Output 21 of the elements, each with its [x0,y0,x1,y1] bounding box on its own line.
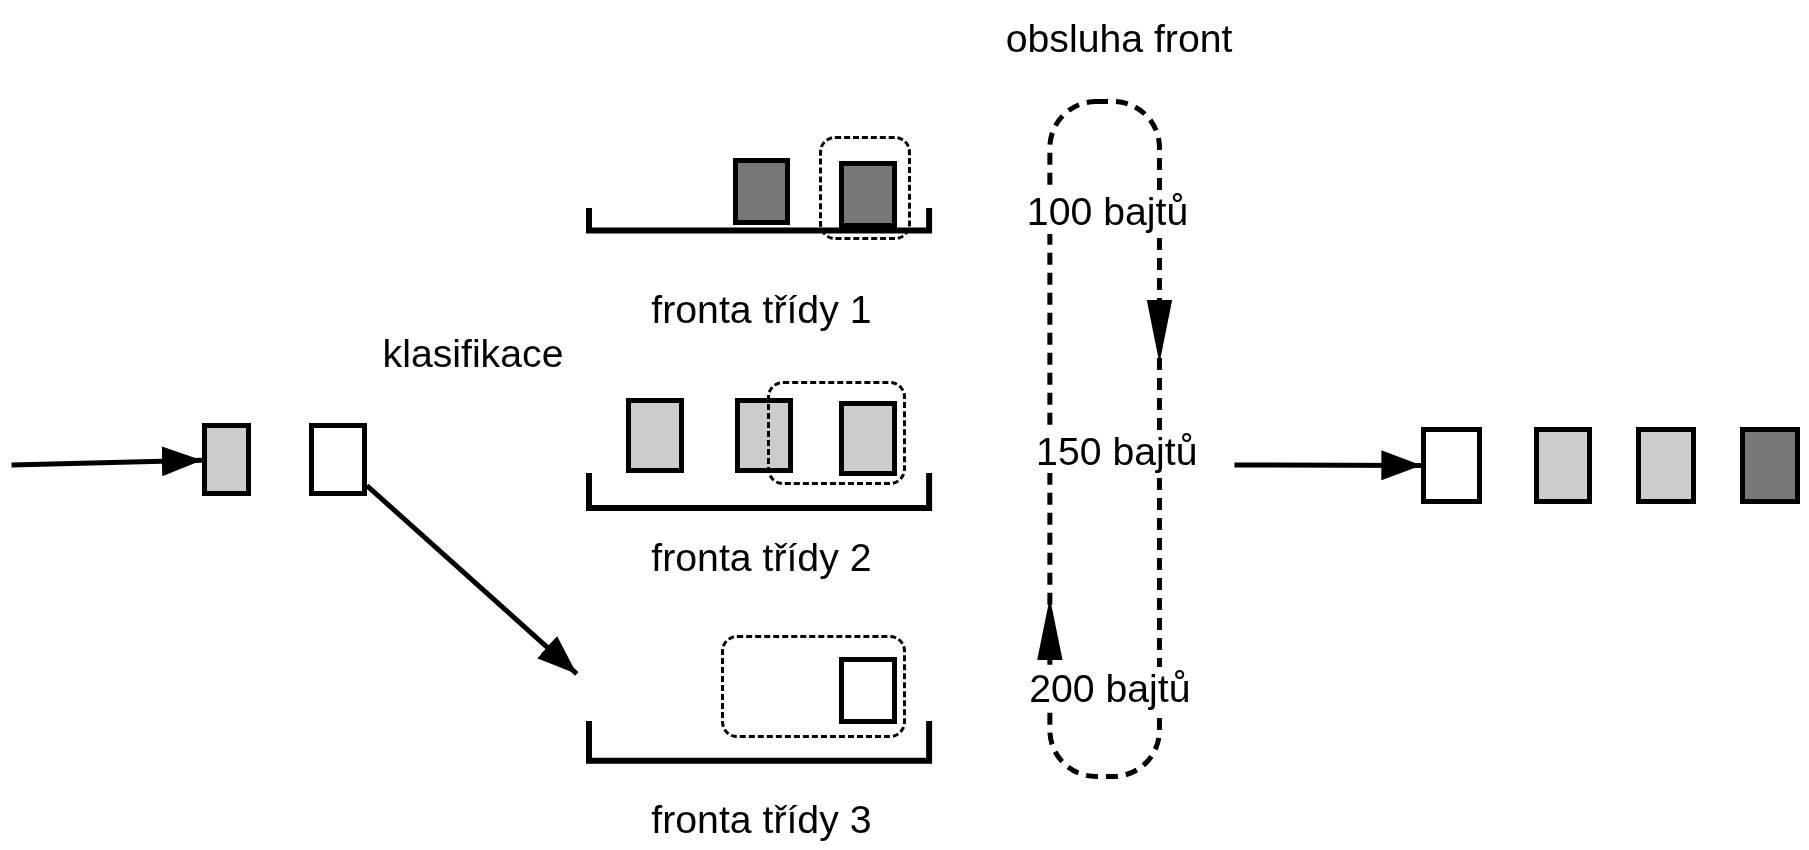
packet [732,158,791,225]
queue-label: fronta třídy 3 [651,798,872,842]
packet [1739,426,1800,505]
packet [839,161,898,228]
queue-label: fronta třídy 2 [651,536,872,580]
packet [734,398,793,473]
arrow [11,446,202,477]
packet [839,657,898,725]
dashed-selection-frame [721,634,906,739]
dashed-selection-frame [819,136,912,240]
packet [201,423,252,497]
packet [626,398,685,473]
packet [839,401,898,476]
arrow [1234,450,1422,481]
dashed-selection-frame [767,380,906,485]
packet [1421,426,1483,505]
queue-label: fronta třídy 1 [651,288,872,332]
packet [1635,426,1696,505]
arrow [365,483,579,676]
packet [1534,426,1593,505]
packet [309,423,367,497]
